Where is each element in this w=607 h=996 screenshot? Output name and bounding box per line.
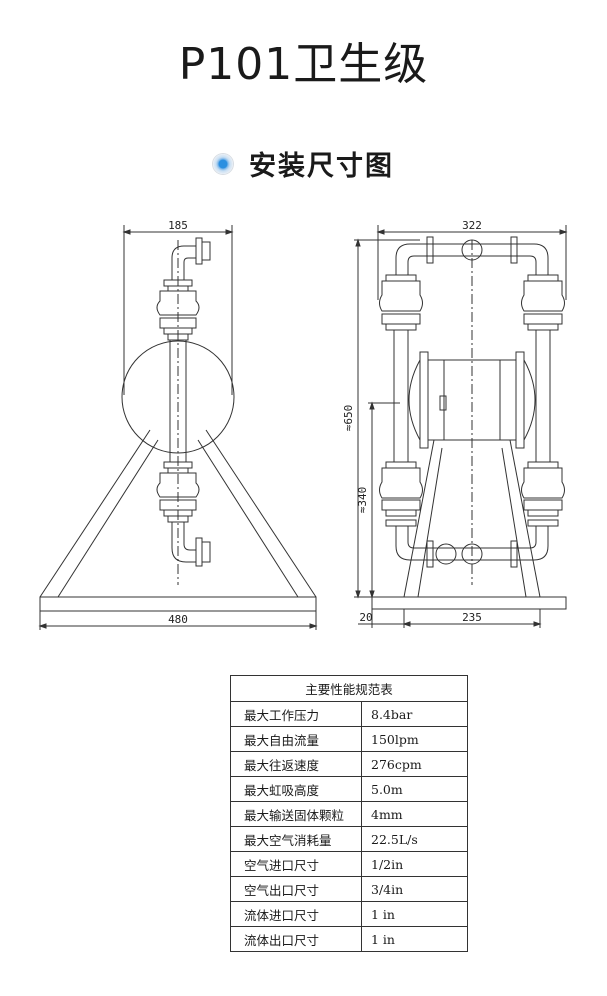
spec-key: 流体进口尺寸 (230, 901, 362, 927)
spec-key: 最大虹吸高度 (230, 776, 362, 802)
table-row: 最大往返速度 276cpm (230, 751, 468, 777)
spec-value: 8.4bar (361, 701, 468, 727)
front-view: 322 ≈650 ≈340 (342, 219, 568, 628)
bullet-icon (213, 153, 233, 174)
dim-height-total: ≈650 (342, 405, 355, 432)
spec-value: 22.5L/s (361, 826, 468, 852)
table-row: 流体进口尺寸 1 in (230, 901, 468, 927)
spec-table: 主要性能规范表 最大工作压力 8.4bar 最大自由流量 150lpm 最大往返… (230, 675, 468, 952)
table-row: 最大虹吸高度 5.0m (230, 776, 468, 802)
spec-key: 最大空气消耗量 (230, 826, 362, 852)
spec-key: 最大输送固体颗粒 (230, 801, 362, 827)
dim-top-left: 185 (168, 219, 188, 232)
dim-height-inlet: ≈340 (356, 487, 369, 514)
spec-key: 最大工作压力 (230, 701, 362, 727)
spec-key: 空气进口尺寸 (230, 851, 362, 877)
dim-top-right: 322 (462, 219, 482, 232)
spec-value: 4mm (361, 801, 468, 827)
dim-bottom-right: 235 (462, 611, 482, 624)
table-row: 最大自由流量 150lpm (230, 726, 468, 752)
dim-base-offset: 20 (359, 611, 372, 624)
spec-value: 276cpm (361, 751, 468, 777)
table-row: 空气进口尺寸 1/2in (230, 851, 468, 877)
spec-key: 最大往返速度 (230, 751, 362, 777)
spec-key: 最大自由流量 (230, 726, 362, 752)
side-view: 185 (38, 219, 318, 630)
spec-table-title: 主要性能规范表 (230, 675, 468, 702)
spec-value: 3/4in (361, 876, 468, 902)
page-title: P101卫生级 (178, 39, 429, 90)
table-row: 最大输送固体颗粒 4mm (230, 801, 468, 827)
spec-key: 空气出口尺寸 (230, 876, 362, 902)
spec-value: 1/2in (361, 851, 468, 877)
spec-value: 5.0m (361, 776, 468, 802)
installation-drawing: 185 (38, 219, 568, 630)
dim-bottom-left: 480 (168, 613, 188, 626)
table-row: 最大工作压力 8.4bar (230, 701, 468, 727)
spec-key: 流体出口尺寸 (230, 926, 362, 952)
table-row: 流体出口尺寸 1 in (230, 926, 468, 952)
table-row: 空气出口尺寸 3/4in (230, 876, 468, 902)
spec-value: 1 in (361, 926, 468, 952)
section-title: 安装尺寸图 (249, 151, 394, 182)
spec-value: 1 in (361, 901, 468, 927)
spec-table-header: 主要性能规范表 (230, 675, 468, 702)
section-header: 安装尺寸图 (0, 144, 607, 183)
table-row: 最大空气消耗量 22.5L/s (230, 826, 468, 852)
spec-value: 150lpm (361, 726, 468, 752)
